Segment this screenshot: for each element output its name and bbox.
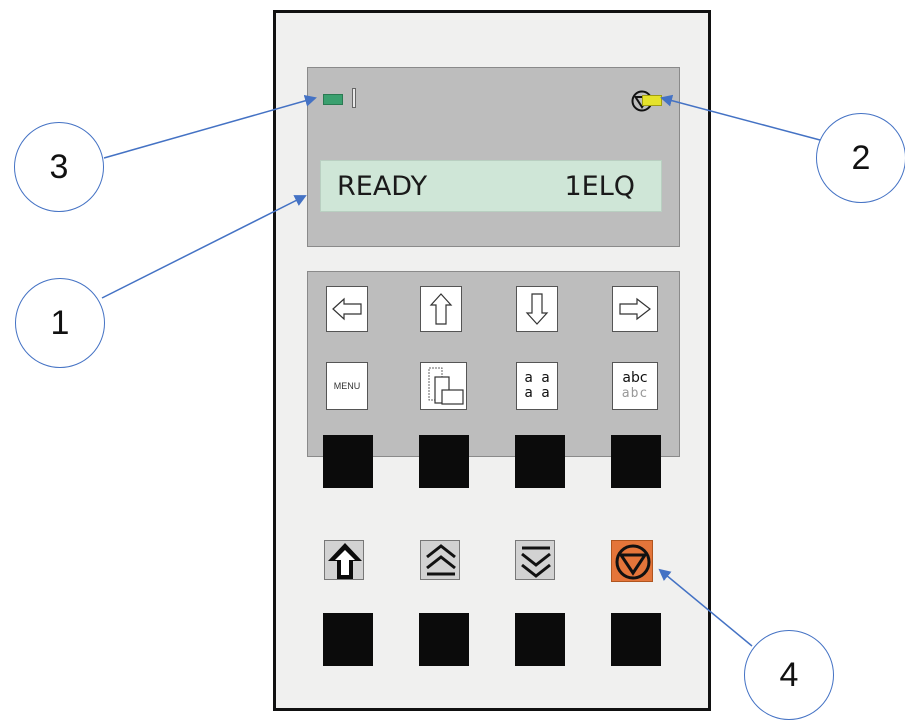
- stop-key-icon-box: [611, 540, 653, 582]
- down-arrow-icon: [525, 293, 549, 325]
- font-style-bottom-label: abc: [621, 386, 649, 401]
- stop-button[interactable]: [611, 613, 661, 666]
- callout-4-line: [658, 568, 753, 647]
- callout-4: 4: [744, 630, 834, 720]
- shift-key-icon-box: [324, 540, 364, 580]
- left-arrow-icon: [332, 297, 362, 321]
- lcd-display: READY 1ELQ: [320, 160, 662, 212]
- up-arrow-key[interactable]: [420, 286, 462, 332]
- lcd-status-text: READY: [337, 171, 428, 202]
- page-down-key-icon-box: [515, 540, 555, 580]
- callout-1: 1: [15, 278, 105, 368]
- copy-pages-key[interactable]: [420, 362, 467, 410]
- soft-button-3[interactable]: [515, 435, 565, 488]
- font-style-top-label: abc: [622, 370, 648, 386]
- left-arrow-key[interactable]: [326, 286, 368, 332]
- right-arrow-key[interactable]: [612, 286, 658, 332]
- font-pitch-row-1: a a: [524, 370, 550, 386]
- status-led-indicator-bar: [352, 88, 356, 108]
- lcd-code-text: 1ELQ: [564, 171, 635, 202]
- page-down-button[interactable]: [515, 613, 565, 666]
- callout-3: 3: [14, 122, 104, 212]
- soft-button-4[interactable]: [611, 435, 661, 488]
- stop-icon: [615, 544, 651, 580]
- callout-1-line: [101, 195, 307, 299]
- callout-2-line: [660, 94, 821, 141]
- font-pitch-key[interactable]: a a a a: [516, 362, 558, 410]
- page-up-key-icon-box: [420, 540, 460, 580]
- right-arrow-icon: [619, 297, 651, 321]
- menu-key-label: MENU: [333, 381, 361, 391]
- down-arrow-key[interactable]: [516, 286, 558, 332]
- callout-2: 2: [816, 113, 905, 203]
- soft-button-1[interactable]: [323, 435, 373, 488]
- page-up-icon: [426, 544, 456, 576]
- shift-up-icon: [328, 543, 362, 579]
- copy-pages-icon: [428, 367, 464, 405]
- up-arrow-icon: [429, 293, 453, 325]
- soft-button-2[interactable]: [419, 435, 469, 488]
- shift-button[interactable]: [323, 613, 373, 666]
- display-panel: [307, 67, 680, 247]
- page-down-icon: [521, 546, 551, 578]
- font-pitch-row-2: a a: [524, 385, 550, 401]
- callout-3-line: [103, 94, 317, 159]
- menu-key[interactable]: MENU: [326, 362, 368, 410]
- page-up-button[interactable]: [419, 613, 469, 666]
- status-led-green: [323, 94, 343, 105]
- font-style-key[interactable]: abc abc: [612, 362, 658, 410]
